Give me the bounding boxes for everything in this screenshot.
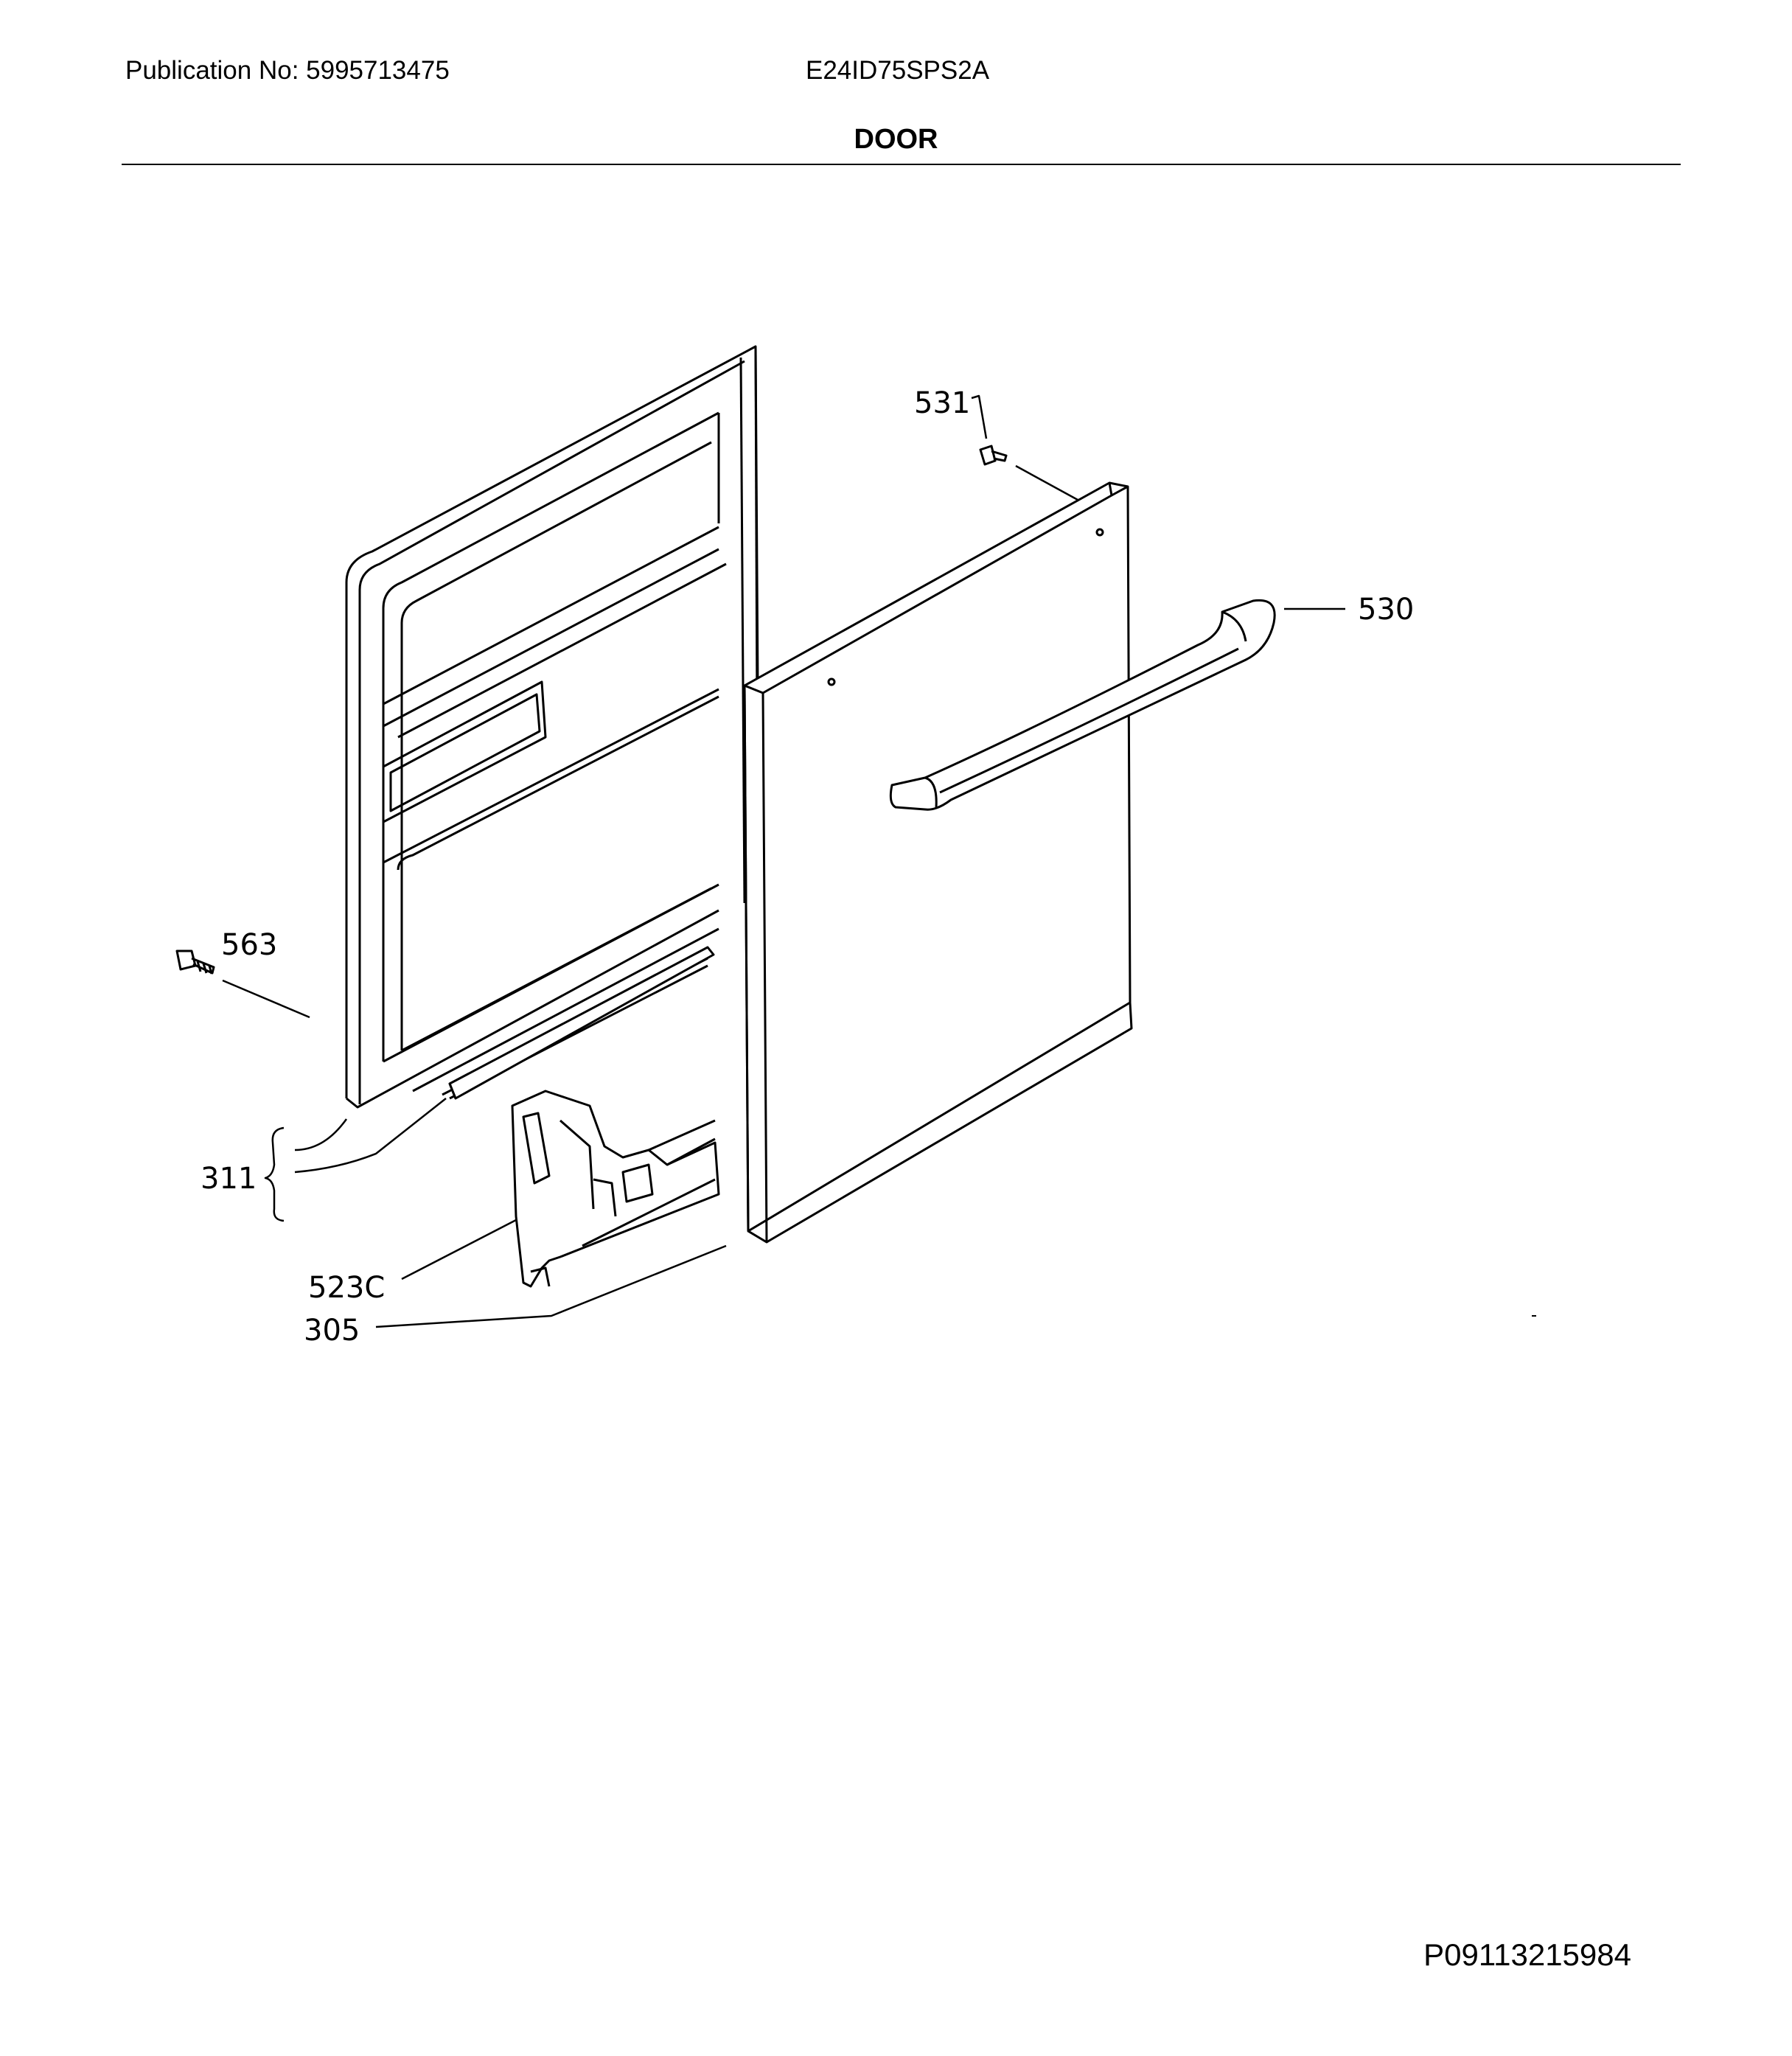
model-number: E24ID75SPS2A xyxy=(806,56,990,85)
publication-number: Publication No: 5995713475 xyxy=(125,56,450,85)
screw-563 xyxy=(175,949,215,975)
brace-311 xyxy=(264,1126,285,1222)
part-label-523c: 523C xyxy=(308,1271,385,1305)
part-label-531: 531 xyxy=(914,386,970,420)
part-label-311: 311 xyxy=(201,1162,257,1196)
header-divider xyxy=(122,164,1681,165)
door-handle xyxy=(889,599,1276,811)
screw-531 xyxy=(979,445,1008,466)
page-title: DOOR xyxy=(854,124,938,155)
inner-door-panel xyxy=(345,345,759,1109)
part-label-305: 305 xyxy=(304,1314,360,1348)
gasket-strip xyxy=(448,946,715,1100)
leader-lines xyxy=(222,394,1345,1328)
outer-door-panel xyxy=(743,481,1133,1244)
drawing-code: P09113215984 xyxy=(1423,1937,1631,1972)
hinge-bracket xyxy=(511,1090,720,1288)
part-label-530: 530 xyxy=(1358,593,1414,627)
part-label-563: 563 xyxy=(221,928,277,962)
